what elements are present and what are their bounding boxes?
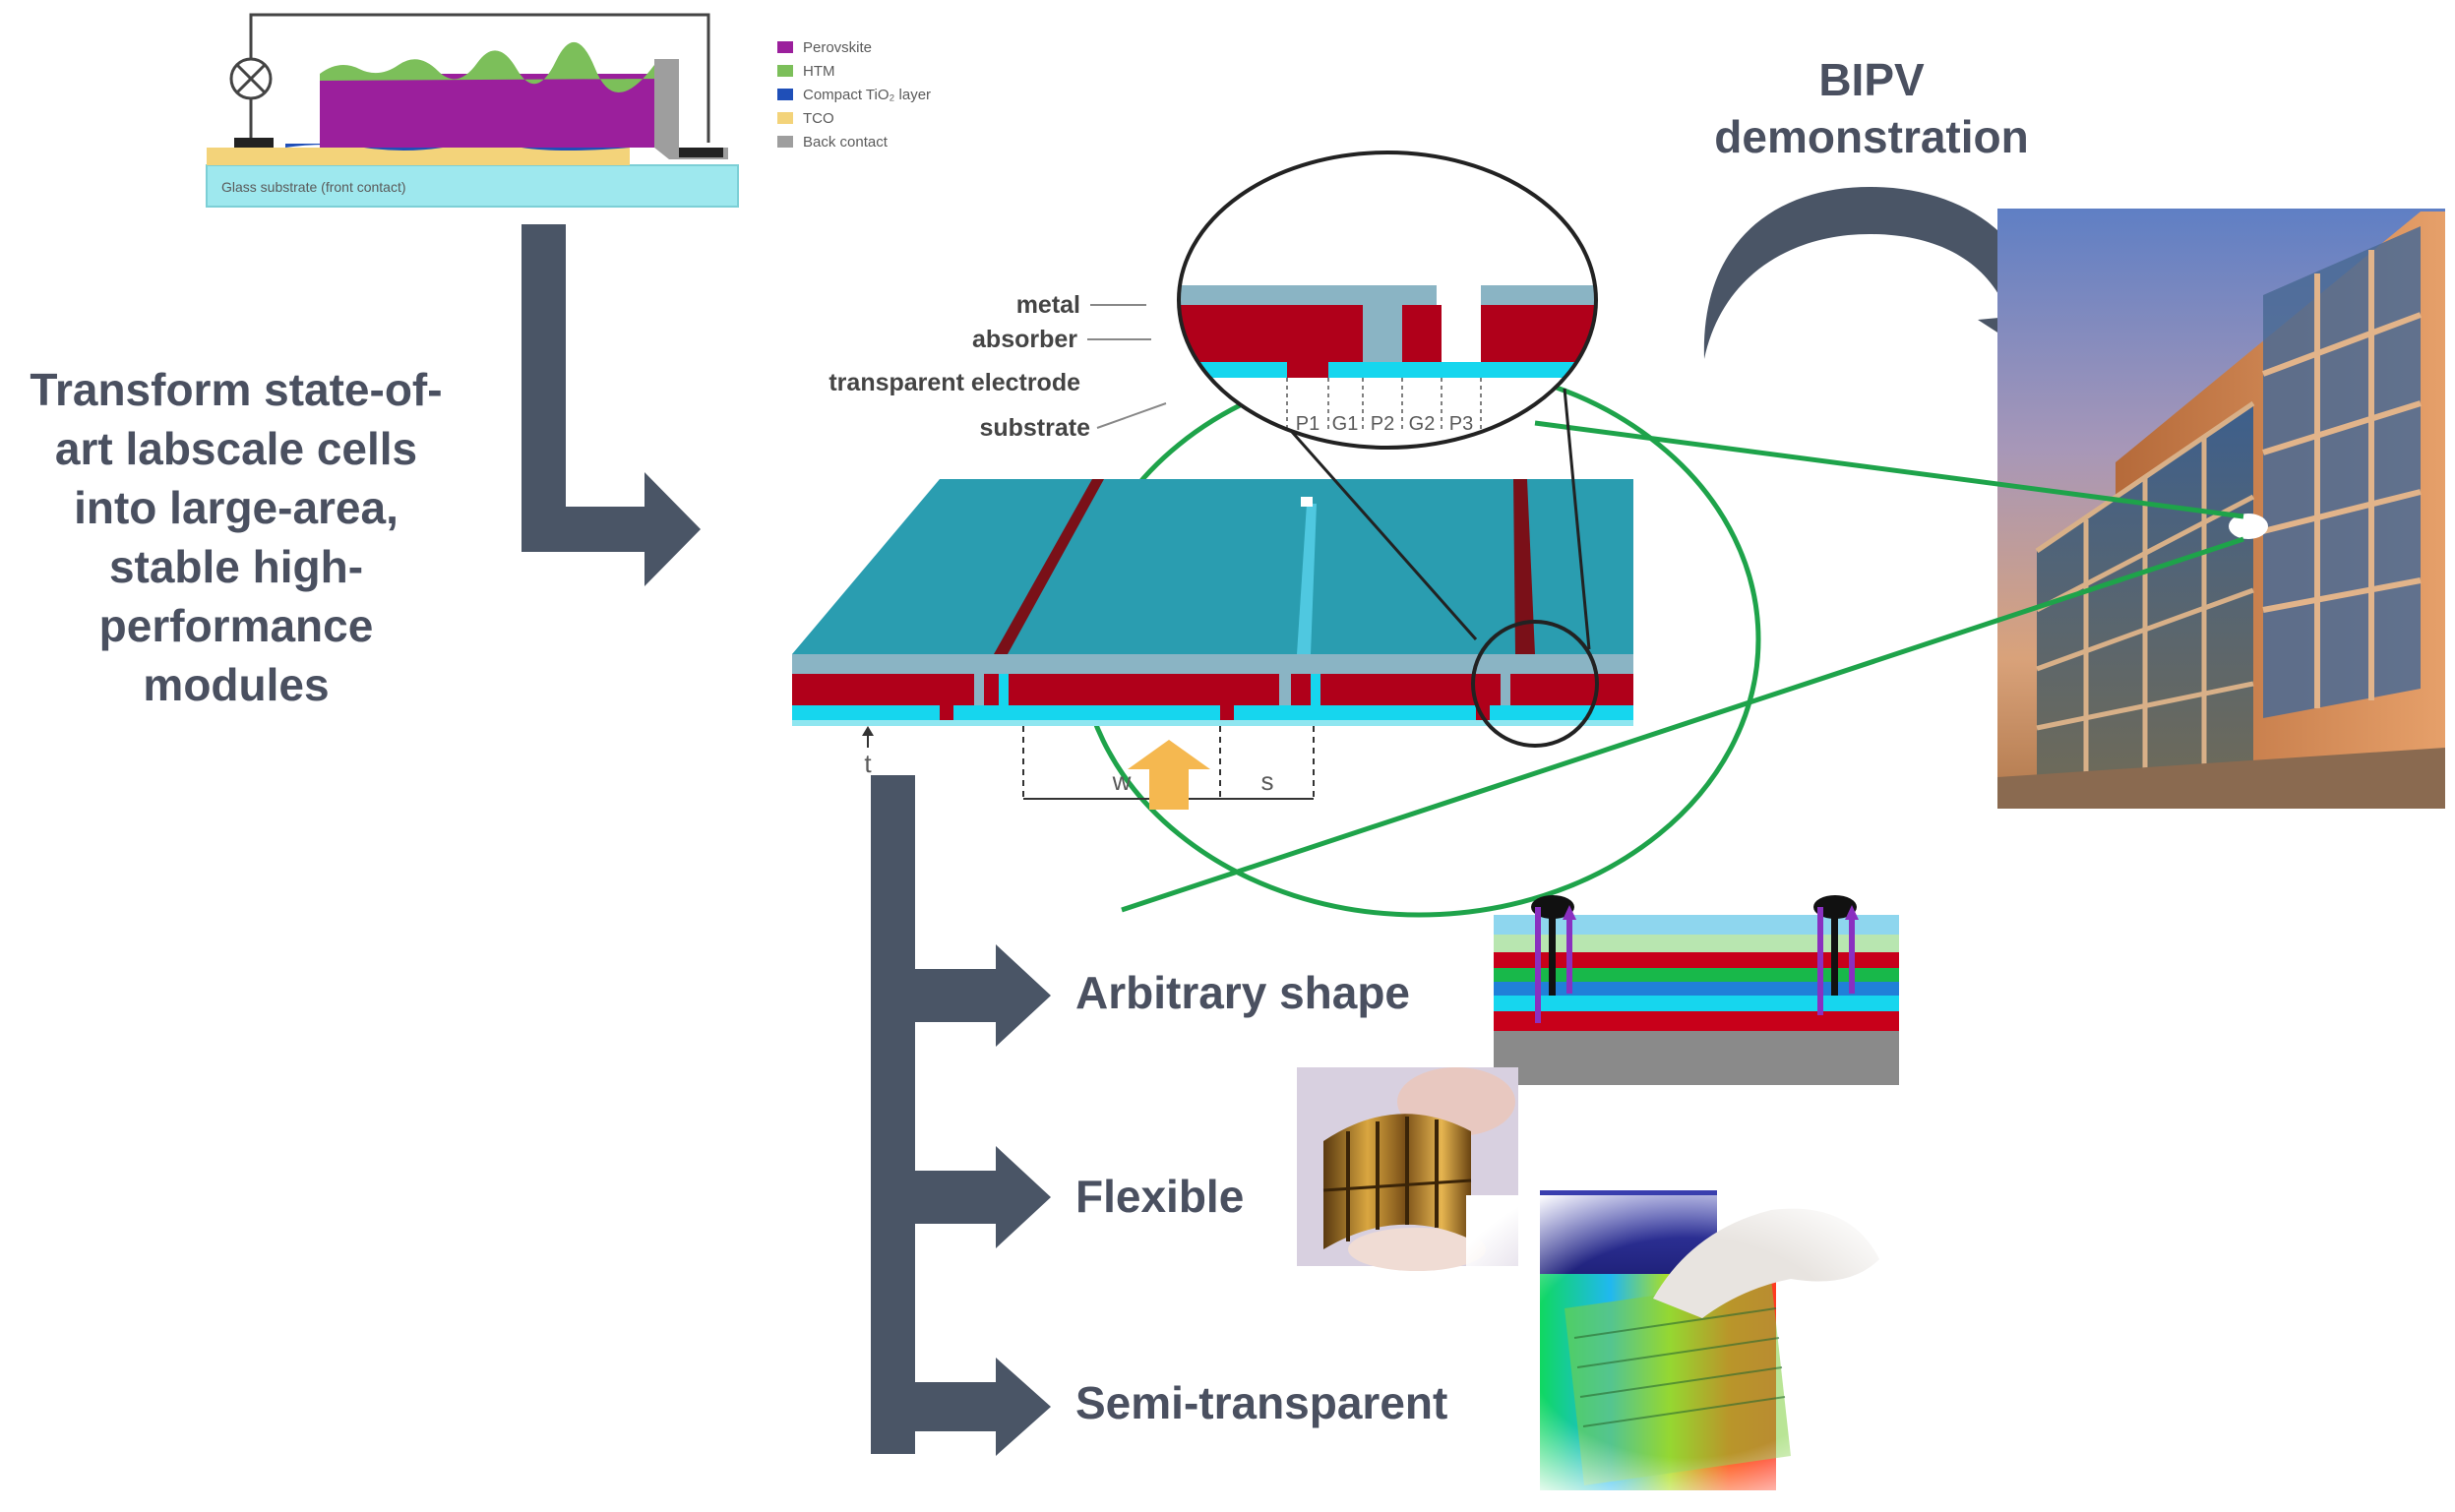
legend-label: TCO: [803, 110, 834, 127]
bipv-building-photo: [1997, 209, 2445, 809]
legend-swatch: [777, 112, 793, 124]
label-absorber: absorber: [972, 326, 1077, 353]
back-contact-layer: [654, 59, 728, 159]
legend-label: Back contact: [803, 134, 889, 151]
zoom-cross-section: P1 G1 P2 G2 P3: [1177, 151, 1598, 450]
flexible-module-photo: [1297, 1067, 1518, 1271]
left-text-line-6: modules: [143, 659, 329, 710]
module-electrode-front: [792, 705, 1633, 720]
branch-label-semi-transparent: Semi-transparent: [1075, 1377, 1447, 1428]
highlight-spot: [2229, 514, 2268, 539]
label-substrate: substrate: [979, 414, 1090, 442]
via-right: [1813, 895, 1859, 1015]
zoom-label-g1: G1: [1332, 413, 1359, 435]
dim-w-label: w: [1112, 766, 1132, 796]
left-text-line-2: art labscale cells: [55, 423, 417, 474]
module-absorber-front: [792, 674, 1633, 705]
perovskite-layer: [320, 74, 654, 148]
glass-substrate-layer: [206, 164, 739, 208]
flow-arrows: [522, 187, 2078, 1456]
branch-label-arbitrary-shape: Arbitrary shape: [1075, 967, 1410, 1018]
zoom-label-p2: P2: [1371, 413, 1394, 435]
zoom-ellipse-outline: [1177, 151, 1598, 450]
left-text-line-5: performance: [99, 600, 374, 651]
branch-arrow-semitransparent: [871, 1358, 1051, 1456]
legend-swatch: [777, 136, 793, 148]
left-text-line-1: Transform state-of-: [30, 364, 442, 415]
magnifier-circle: [1471, 620, 1599, 748]
legend-label: HTM: [803, 63, 835, 80]
branch-arrow-flexible: [915, 1146, 1051, 1248]
legend-swatch: [777, 41, 793, 53]
module-3d-schematic: w s t: [792, 479, 1633, 810]
label-metal: metal: [1016, 291, 1080, 319]
arbitrary-shape-stack: [1494, 895, 1899, 1085]
zoom-layer-labels: metal absorber transparent electrode sub…: [829, 291, 1167, 442]
bipv-title-line-2: demonstration: [1714, 111, 2028, 162]
substrate-caption: Glass substrate (front contact): [221, 179, 406, 195]
bipv-title-line-1: BIPV: [1818, 54, 1925, 105]
module-metal-front: [792, 654, 1633, 674]
htm-layer: [320, 41, 654, 93]
zoom-label-g2: G2: [1409, 413, 1436, 435]
tco-layer: [207, 148, 630, 165]
module-top-surface: [792, 479, 1633, 654]
perovskite-cell-schematic: Glass substrate (front contact): [206, 13, 739, 208]
label-transparent-electrode: transparent electrode: [829, 369, 1080, 396]
light-arrow: [1128, 740, 1210, 810]
bipv-curved-arrow: [1658, 187, 2078, 359]
branch-arrow-arbitrary: [915, 944, 1051, 1047]
zoom-label-p1: P1: [1296, 413, 1320, 435]
left-text-line-4: stable high-: [109, 541, 363, 592]
branch-trunk: [871, 775, 915, 1454]
elbow-arrow-to-module: [522, 224, 701, 586]
legend-swatch: [777, 65, 793, 77]
dim-s-label: s: [1261, 766, 1274, 796]
dim-t-label: t: [864, 749, 872, 778]
legend-label: Perovskite: [803, 39, 872, 56]
via-left: [1531, 895, 1576, 1023]
left-text-line-3: into large-area,: [74, 482, 399, 533]
legend-label: Compact TiO₂ layer: [803, 87, 931, 103]
zoom-label-p3: P3: [1449, 413, 1473, 435]
left-description: Transform state-of- art labscale cells i…: [30, 364, 442, 710]
branch-label-flexible: Flexible: [1075, 1171, 1244, 1222]
legend-swatch: [777, 89, 793, 100]
semi-transparent-photo: [1466, 1190, 1909, 1500]
